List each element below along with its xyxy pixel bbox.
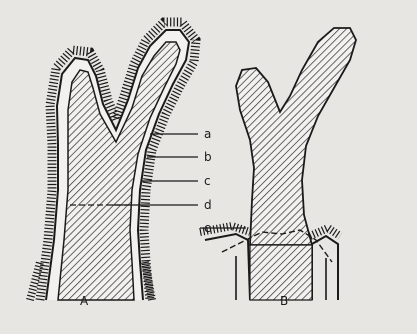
- panel-label-a: A: [80, 294, 89, 308]
- label-c: c: [204, 174, 211, 188]
- label-b: b: [204, 150, 212, 164]
- label-a: a: [204, 127, 211, 141]
- label-d: d: [204, 198, 212, 212]
- panel-b-base: [250, 245, 312, 300]
- panel-label-b: B: [280, 294, 288, 308]
